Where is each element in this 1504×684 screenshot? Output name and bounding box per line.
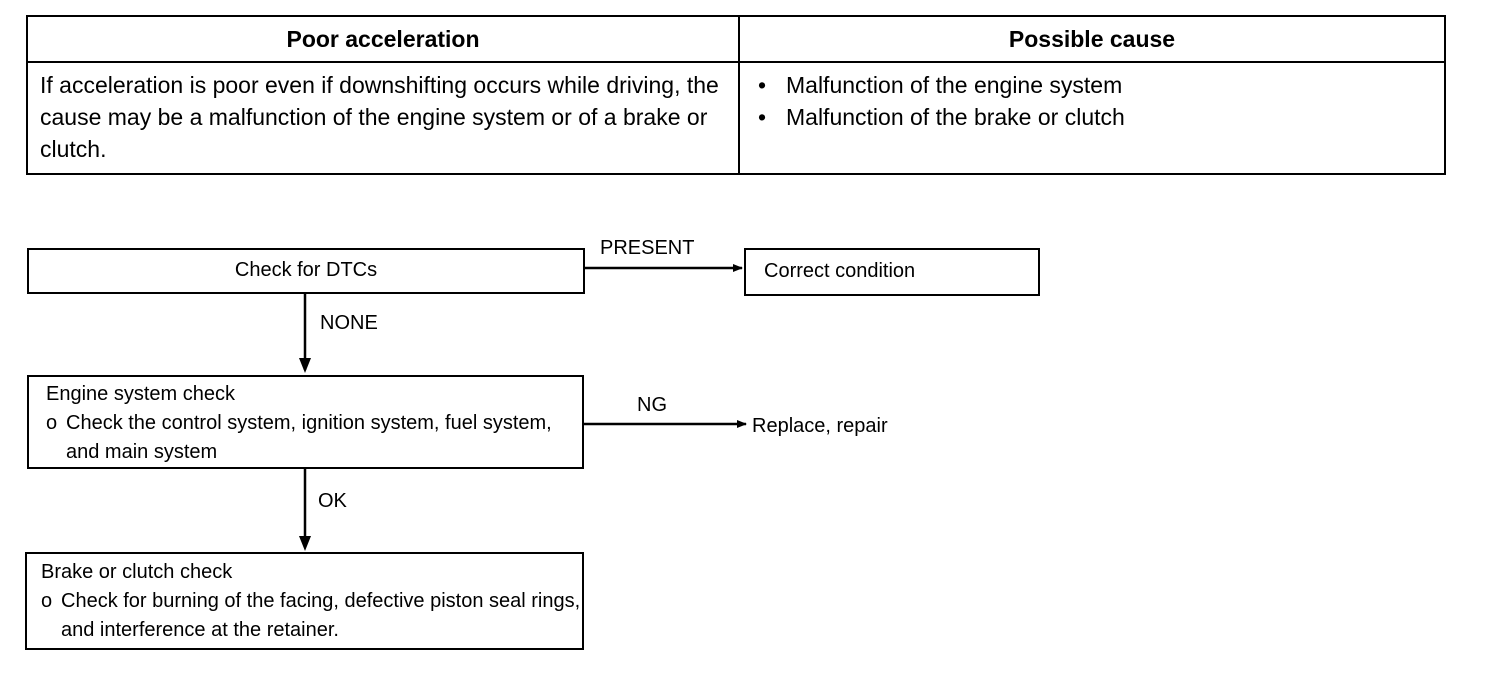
ng-label: NG bbox=[637, 394, 667, 416]
correct-condition-box: Correct condition bbox=[744, 248, 1040, 296]
possible-causes-cell: Malfunction of the engine system Malfunc… bbox=[738, 61, 1446, 175]
replace-repair-label: Replace, repair bbox=[752, 415, 888, 437]
table-header-row: Poor acceleration Possible cause bbox=[26, 15, 1446, 63]
arrowhead-ok bbox=[299, 536, 311, 551]
engine-check-step: Check the control system, ignition syste… bbox=[46, 409, 582, 467]
header-poor-acceleration: Poor acceleration bbox=[26, 15, 740, 63]
brake-check-steps: Check for burning of the facing, defecti… bbox=[41, 587, 582, 645]
check-dtc-label: Check for DTCs bbox=[234, 259, 378, 281]
arrowhead-none bbox=[299, 358, 311, 373]
cause-item-engine: Malfunction of the engine system bbox=[758, 69, 1432, 101]
symptom-description: If acceleration is poor even if downshif… bbox=[26, 61, 740, 175]
table-row: If acceleration is poor even if downshif… bbox=[26, 61, 1446, 175]
symptom-table: Poor acceleration Possible cause If acce… bbox=[26, 15, 1446, 175]
brake-check-step: Check for burning of the facing, defecti… bbox=[41, 587, 582, 645]
present-label: PRESENT bbox=[600, 237, 695, 259]
header-possible-cause: Possible cause bbox=[738, 15, 1446, 63]
brake-check-title: Brake or clutch check bbox=[41, 561, 233, 583]
correct-condition-label: Correct condition bbox=[764, 260, 916, 282]
cause-list: Malfunction of the engine system Malfunc… bbox=[752, 69, 1432, 133]
cause-item-brake-clutch: Malfunction of the brake or clutch bbox=[758, 101, 1432, 133]
check-dtc-box: Check for DTCs bbox=[27, 248, 585, 294]
engine-check-box: Engine system check Check the control sy… bbox=[27, 375, 584, 469]
none-label: NONE bbox=[320, 312, 378, 334]
engine-check-steps: Check the control system, ignition syste… bbox=[46, 409, 582, 467]
brake-check-box: Brake or clutch check Check for burning … bbox=[25, 552, 584, 650]
ok-label: OK bbox=[318, 490, 347, 512]
engine-check-title: Engine system check bbox=[46, 383, 235, 405]
